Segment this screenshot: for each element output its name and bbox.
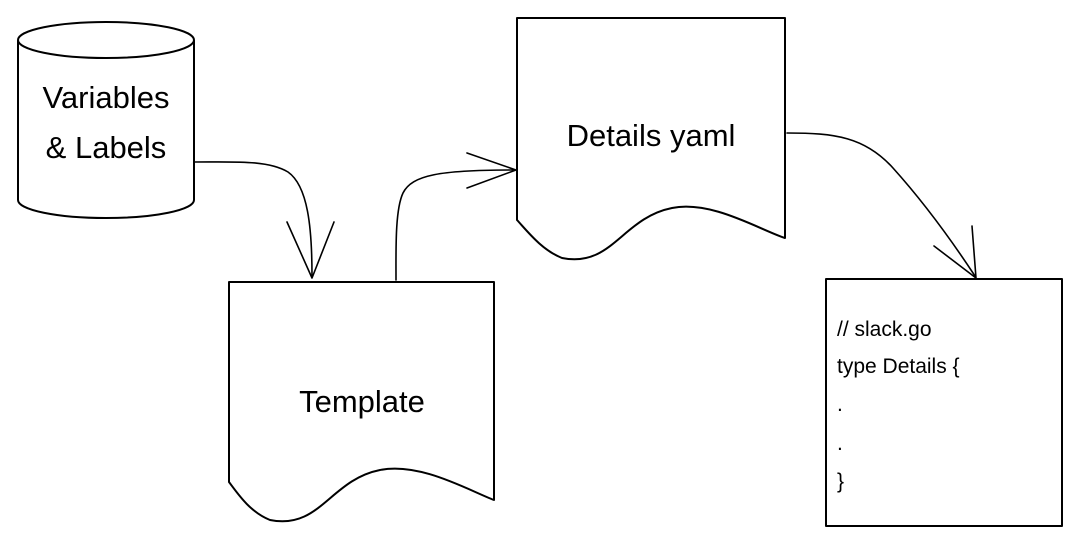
arrowhead-icon xyxy=(286,221,335,279)
arrowhead-icon xyxy=(933,225,977,279)
code-line-4: . xyxy=(837,432,843,455)
node-slack-go: // slack.go type Details { . . } xyxy=(825,278,1063,527)
node-template: Template xyxy=(228,281,495,523)
node-variables-labels: Variables & Labels xyxy=(17,21,195,219)
variables-label-line1: Variables xyxy=(43,80,170,115)
connector-line xyxy=(193,161,313,277)
code-line-1: // slack.go xyxy=(837,318,932,341)
template-label: Template xyxy=(299,384,425,419)
details-yaml-label: Details yaml xyxy=(567,118,736,153)
connector-line xyxy=(395,169,514,281)
slack-go-box xyxy=(825,278,1063,527)
details-yaml-document-shape xyxy=(516,17,786,261)
code-line-5: } xyxy=(837,470,844,493)
edge-template-to-details xyxy=(395,152,517,281)
code-line-3: . xyxy=(837,393,843,416)
cylinder-shape xyxy=(17,21,195,219)
cylinder-top-rim xyxy=(17,39,195,59)
code-line-2: type Details { xyxy=(837,355,960,378)
variables-label-line2: & Labels xyxy=(46,130,167,165)
node-details-yaml: Details yaml xyxy=(516,17,786,261)
edge-variables-to-template xyxy=(193,161,335,279)
arrowhead-icon xyxy=(466,152,517,189)
template-document-shape xyxy=(228,281,495,523)
edge-details-to-slack xyxy=(786,132,977,279)
connector-line xyxy=(786,132,976,277)
